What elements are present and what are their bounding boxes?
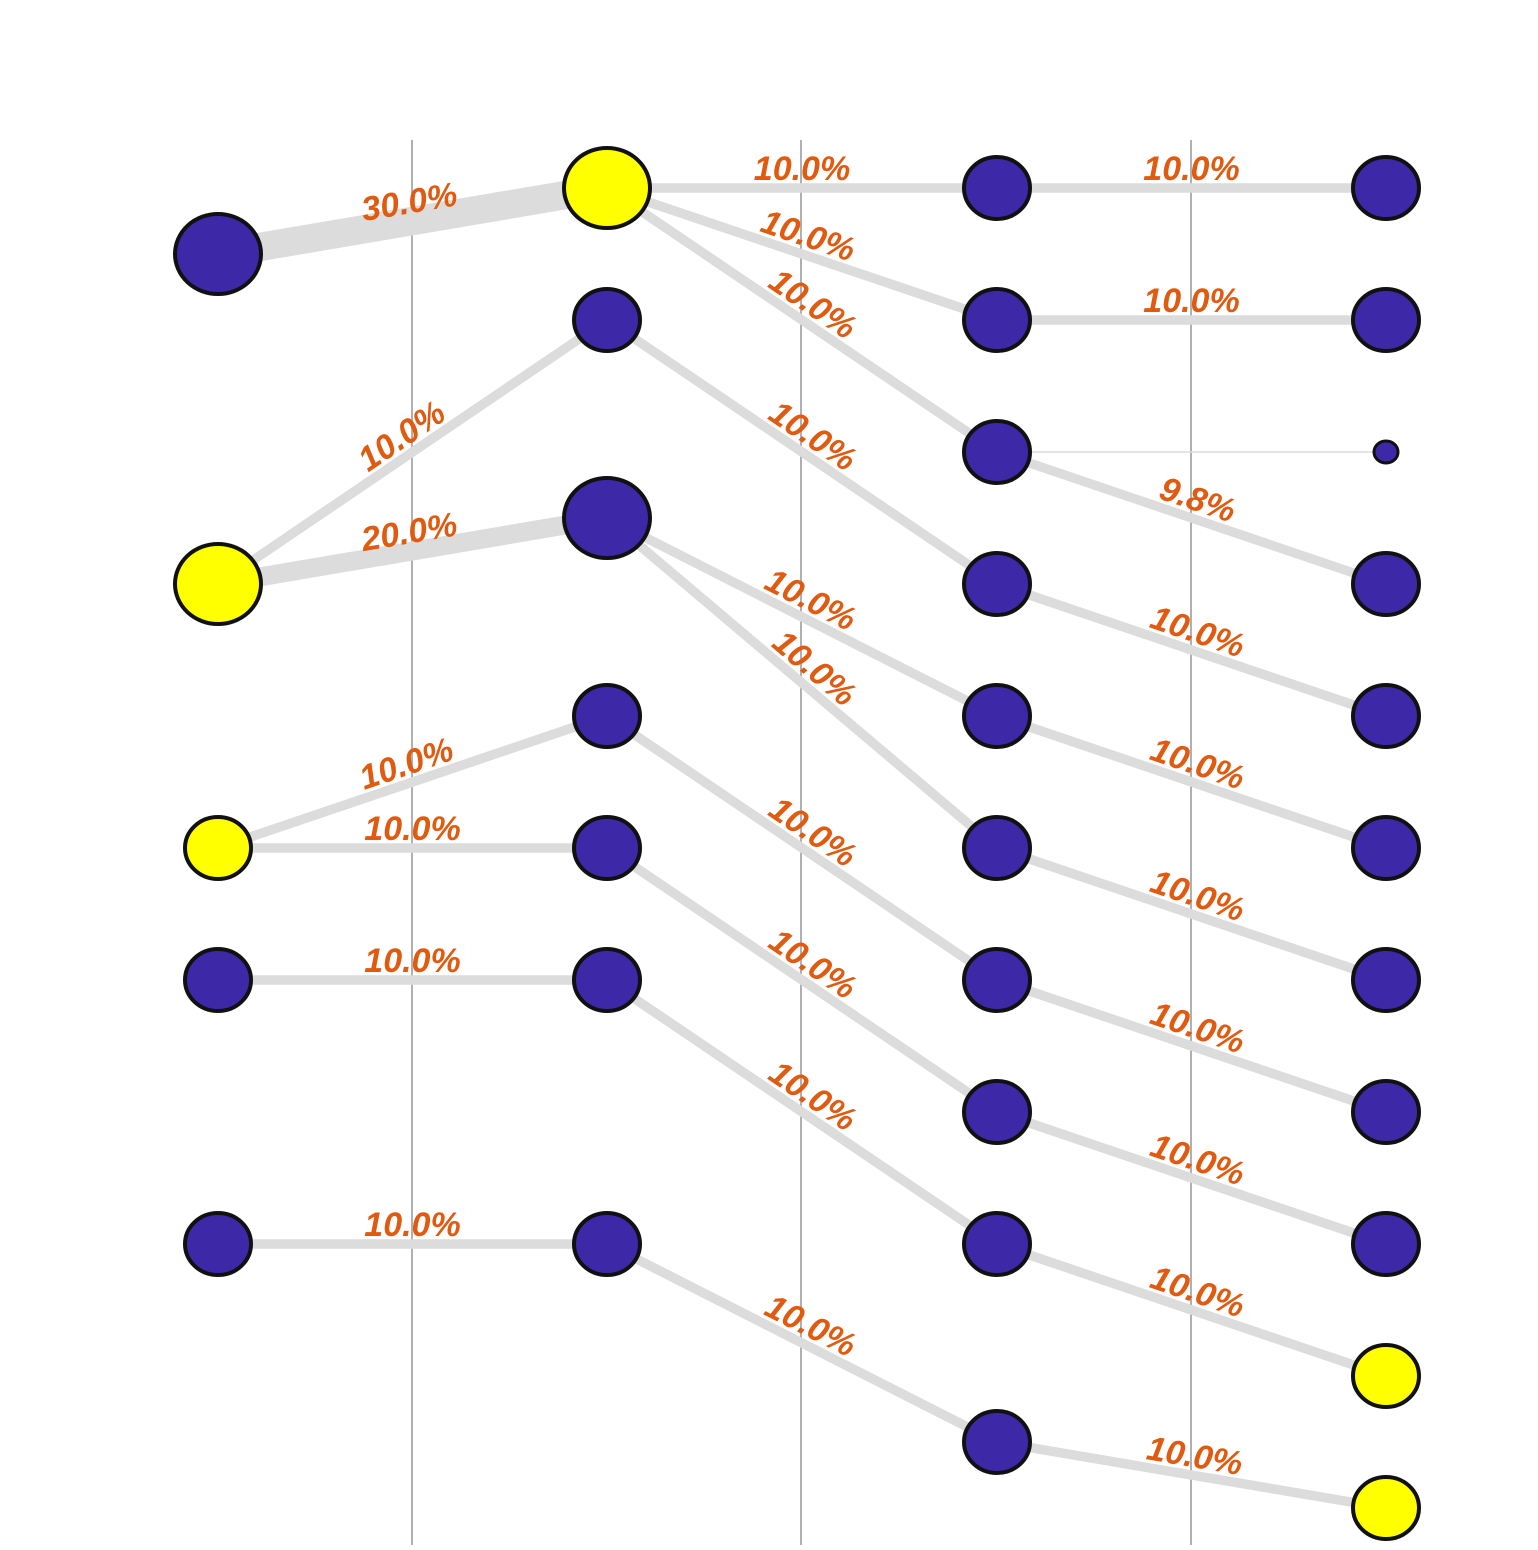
edge-c4-d5 xyxy=(992,711,1391,853)
node-d7 xyxy=(1351,1079,1421,1145)
node-d10 xyxy=(1351,1475,1421,1541)
edge-b0-c1 xyxy=(602,183,1002,325)
node-c0 xyxy=(962,155,1032,221)
node-d8 xyxy=(1351,1211,1421,1277)
edge-label-c1-d1: 10.0% xyxy=(1143,282,1239,320)
node-c6 xyxy=(962,947,1032,1013)
node-a1 xyxy=(173,542,263,626)
edge-c6-d7 xyxy=(992,975,1391,1117)
edge-c8-d9 xyxy=(992,1239,1391,1381)
edge-c9-d10 xyxy=(992,1437,1391,1513)
node-c9 xyxy=(962,1409,1032,1475)
edge-label-c9-d10: 10.0% xyxy=(1144,1429,1245,1483)
edge-b3-c6 xyxy=(602,711,1002,985)
edge-c7-d8 xyxy=(992,1107,1391,1249)
node-a0 xyxy=(173,212,263,296)
edge-b5-c8 xyxy=(602,975,1002,1249)
edge-label-c0-d0: 10.0% xyxy=(1143,150,1239,188)
edge-a0-b0 xyxy=(203,173,622,269)
edge-a1-b2 xyxy=(208,508,617,594)
node-b6 xyxy=(572,1211,642,1277)
edge-label-b0-c0: 10.0% xyxy=(754,150,850,188)
node-b4 xyxy=(572,815,642,881)
node-b1 xyxy=(572,287,642,353)
edge-b2-c4 xyxy=(602,513,1002,721)
edge-b4-c7 xyxy=(602,843,1002,1117)
node-d3 xyxy=(1351,551,1421,617)
node-b0 xyxy=(562,146,652,230)
node-b3 xyxy=(572,683,642,749)
edge-label-a2-b4: 10.0% xyxy=(364,810,460,848)
node-c1 xyxy=(962,287,1032,353)
node-c8 xyxy=(962,1211,1032,1277)
node-d1 xyxy=(1351,287,1421,353)
edge-c3-d4 xyxy=(992,579,1391,721)
edge-label-b2-c4: 10.0% xyxy=(759,561,862,639)
edge-a1-b1 xyxy=(213,315,612,589)
node-c7 xyxy=(962,1079,1032,1145)
edge-b0-c2 xyxy=(602,183,1002,457)
node-b5 xyxy=(572,947,642,1013)
node-c4 xyxy=(962,683,1032,749)
node-d4 xyxy=(1351,683,1421,749)
node-d6 xyxy=(1351,947,1421,1013)
edge-b6-c9 xyxy=(602,1239,1002,1447)
node-c2 xyxy=(962,419,1032,485)
node-d5 xyxy=(1351,815,1421,881)
node-a2 xyxy=(183,815,253,881)
nodes xyxy=(173,146,1421,1541)
node-a3 xyxy=(183,947,253,1013)
edge-c5-d6 xyxy=(992,843,1391,985)
edge-c2-d3 xyxy=(992,447,1391,589)
edge-label-a3-b5: 10.0% xyxy=(364,942,460,980)
node-b2 xyxy=(562,476,652,560)
node-d0 xyxy=(1351,155,1421,221)
edge-label-b6-c9: 10.0% xyxy=(759,1287,862,1365)
edges xyxy=(203,173,1391,1513)
edge-label-a4-b6: 10.0% xyxy=(364,1206,460,1244)
edge-b2-c5 xyxy=(602,513,1002,853)
node-a4 xyxy=(183,1211,253,1277)
node-c3 xyxy=(962,551,1032,617)
node-d2 xyxy=(1372,439,1400,465)
edge-b1-c3 xyxy=(602,315,1002,589)
node-c5 xyxy=(962,815,1032,881)
edge-a2-b3 xyxy=(213,711,612,853)
node-d9 xyxy=(1351,1343,1421,1409)
